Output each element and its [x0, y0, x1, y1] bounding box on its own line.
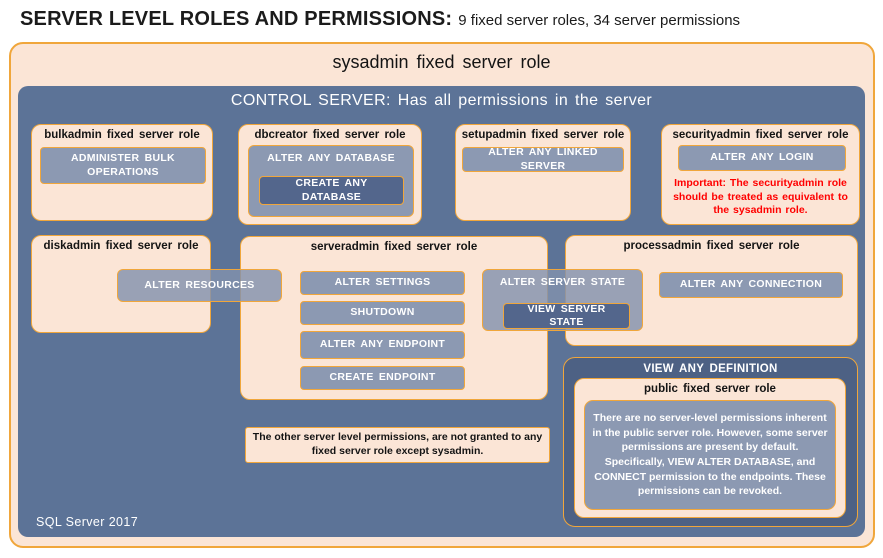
permission-administer-bulk-operations: ADMINISTER BULK OPERATIONS — [40, 147, 206, 184]
permission-view-server-state: VIEW SERVER STATE — [503, 303, 630, 329]
sysadmin-role-title: sysadmin fixed server role — [332, 52, 551, 72]
permission-alter-any-login: ALTER ANY LOGIN — [678, 145, 846, 171]
processadmin-role-title: processadmin fixed server role — [623, 240, 800, 252]
bulkadmin-role-title: bulkadmin fixed server role — [44, 129, 200, 141]
permission-alter-resources: ALTER RESOURCES — [117, 269, 282, 302]
permission-view-any-definition: VIEW ANY DEFINITION — [643, 363, 778, 375]
sql-server-version-label: SQL Server 2017 — [36, 515, 139, 529]
permission-alter-any-database-group: ALTER ANY DATABASE CREATE ANY DATABASE — [248, 145, 414, 217]
page-title: SERVER LEVEL ROLES AND PERMISSIONS: 9 fix… — [20, 8, 740, 31]
permission-create-endpoint: CREATE ENDPOINT — [300, 366, 465, 390]
permission-alter-any-linked-server: ALTER ANY LINKED SERVER — [462, 146, 624, 172]
dbcreator-role-box: dbcreator fixed server role ALTER ANY DA… — [238, 124, 422, 225]
view-any-definition-box: VIEW ANY DEFINITION public fixed server … — [563, 357, 858, 527]
setupadmin-role-box: setupadmin fixed server role ALTER ANY L… — [455, 124, 631, 221]
securityadmin-role-box: securityadmin fixed server role ALTER AN… — [661, 124, 860, 225]
permission-alter-settings: ALTER SETTINGS — [300, 271, 465, 295]
diskadmin-role-title: diskadmin fixed server role — [43, 240, 199, 252]
public-role-title: public fixed server role — [644, 383, 776, 395]
public-role-box: public fixed server role There are no se… — [574, 378, 846, 518]
permission-alter-server-state: ALTER SERVER STATE — [499, 276, 626, 288]
permission-alter-any-database: ALTER ANY DATABASE — [267, 152, 395, 164]
page-title-sub: 9 fixed server roles, 34 server permissi… — [458, 12, 741, 29]
permission-alter-any-endpoint: ALTER ANY ENDPOINT — [300, 331, 465, 359]
serveradmin-role-box: serveradmin fixed server role ALTER SETT… — [240, 236, 548, 400]
permission-alter-any-connection: ALTER ANY CONNECTION — [659, 272, 843, 298]
permission-create-any-database: CREATE ANY DATABASE — [259, 176, 404, 205]
page-title-main: SERVER LEVEL ROLES AND PERMISSIONS: — [20, 8, 453, 30]
bulkadmin-role-box: bulkadmin fixed server role ADMINISTER B… — [31, 124, 213, 221]
securityadmin-important-note: Important: The securityadmin role should… — [673, 177, 848, 217]
dbcreator-role-title: dbcreator fixed server role — [254, 129, 406, 141]
securityadmin-role-title: securityadmin fixed server role — [672, 129, 849, 141]
other-permissions-note: The other server level permissions, are … — [245, 427, 550, 463]
permission-alter-server-state-group: ALTER SERVER STATE VIEW SERVER STATE — [482, 269, 643, 331]
setupadmin-role-title: setupadmin fixed server role — [461, 129, 625, 141]
public-role-description: There are no server-level permissions in… — [584, 400, 836, 510]
permission-shutdown: SHUTDOWN — [300, 301, 465, 325]
control-server-title: CONTROL SERVER: Has all permissions in t… — [230, 92, 653, 109]
serveradmin-role-title: serveradmin fixed server role — [310, 241, 478, 253]
